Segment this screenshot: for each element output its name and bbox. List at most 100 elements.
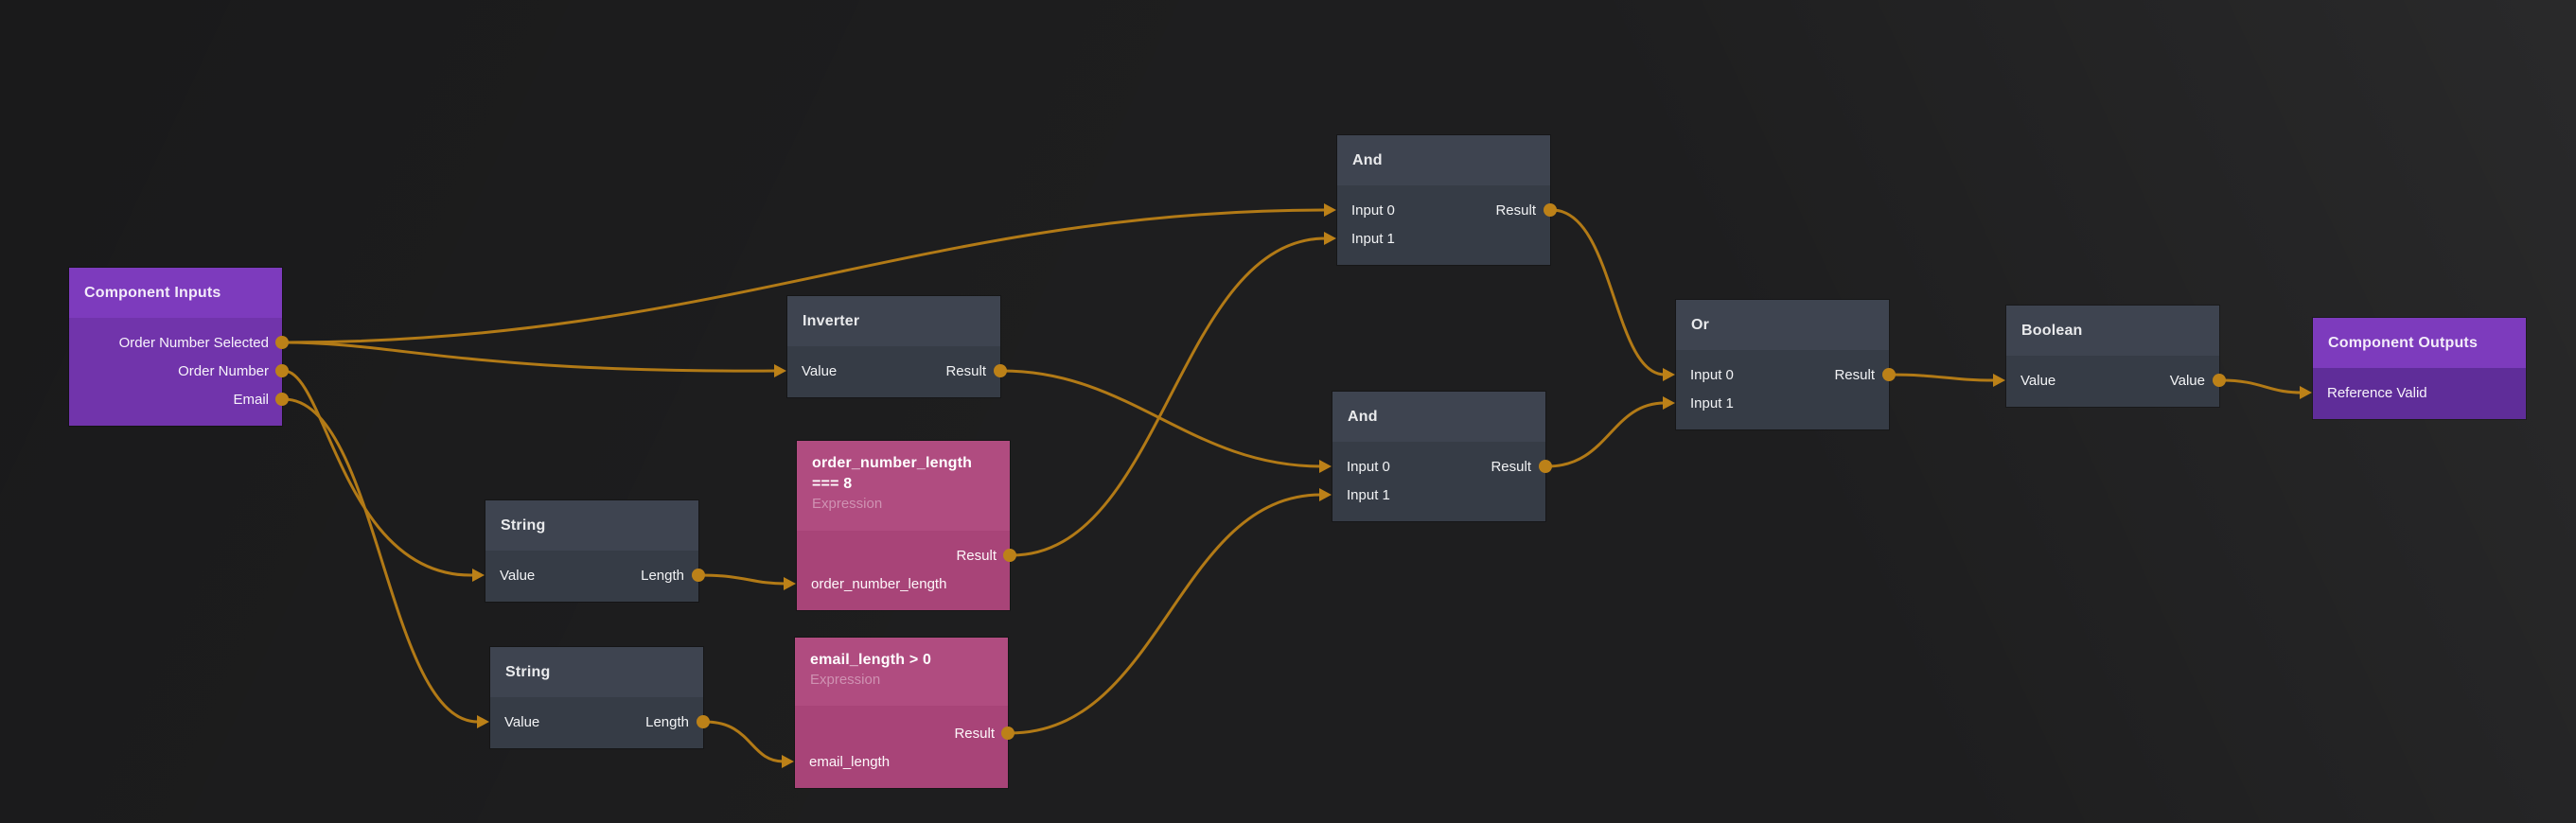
- node-body: Input 0 Result Input 1: [1663, 350, 1896, 429]
- wire-order-number-selected-to-inverter-value[interactable]: [282, 341, 778, 373]
- node-header: String: [485, 500, 698, 551]
- port-in-arrow[interactable]: [477, 715, 489, 728]
- node-title: And: [1348, 408, 1378, 425]
- node-body: Reference Valid: [2300, 368, 2526, 419]
- wire-and-top-result-to-or-input0[interactable]: [1550, 208, 1667, 376]
- port-row-input1: Input 1: [1319, 481, 1545, 509]
- node-string-top[interactable]: String Value Length: [472, 500, 705, 602]
- node-inverter[interactable]: Inverter Value Result: [774, 296, 1007, 397]
- port-out-dot[interactable]: [275, 393, 289, 406]
- wire-order-number-selected-to-and-top-input0[interactable]: [282, 208, 1328, 344]
- node-or[interactable]: Or Input 0 Result Input 1: [1663, 300, 1896, 429]
- node-title: Boolean: [2021, 322, 2083, 339]
- port-label: order_number_length: [811, 575, 947, 592]
- wire-email-expression-result-to-and-bottom-input1[interactable]: [1008, 493, 1323, 735]
- port-in-arrow[interactable]: [1324, 203, 1336, 217]
- node-header: Inverter: [787, 296, 1000, 346]
- port-row-input0-result: Input 0 Result: [1324, 196, 1557, 224]
- port-label: Order Number: [178, 362, 269, 379]
- port-row-value-length: Value Length: [477, 708, 710, 736]
- node-boolean[interactable]: Boolean Value Value: [1993, 306, 2226, 407]
- port-out-dot[interactable]: [697, 715, 710, 728]
- port-row-order-number: Order Number: [69, 357, 289, 385]
- node-component-outputs[interactable]: Component Outputs Reference Valid: [2300, 318, 2526, 419]
- port-row-input0-result: Input 0 Result: [1319, 452, 1552, 481]
- port-row-order-number-length: order_number_length: [784, 569, 1010, 598]
- port-in-arrow[interactable]: [784, 577, 796, 590]
- port-in-arrow[interactable]: [1663, 368, 1675, 381]
- port-out-dot[interactable]: [994, 364, 1007, 377]
- port-in-arrow[interactable]: [774, 364, 786, 377]
- node-body: Value Value: [1993, 356, 2226, 407]
- port-label: Result: [1491, 458, 1531, 475]
- node-body: Result order_number_length: [784, 531, 1016, 610]
- port-label: Value: [2020, 372, 2056, 389]
- port-row-result: Result: [797, 541, 1016, 569]
- wire-order-number-to-string-top-value[interactable]: [282, 369, 476, 577]
- node-subtitle: Expression: [812, 496, 883, 512]
- port-row-input1: Input 1: [1324, 224, 1550, 253]
- port-in-arrow[interactable]: [782, 755, 794, 768]
- port-in-arrow[interactable]: [1993, 374, 2005, 387]
- wire-boolean-value-to-reference-valid[interactable]: [2219, 378, 2303, 394]
- port-out-dot[interactable]: [692, 569, 705, 582]
- port-out-dot[interactable]: [1003, 549, 1016, 562]
- node-body: Input 0 Result Input 1: [1319, 442, 1552, 521]
- node-header: And: [1332, 392, 1545, 442]
- port-label: Email: [233, 391, 269, 408]
- node-title: Inverter: [803, 312, 860, 329]
- port-out-dot[interactable]: [1882, 368, 1896, 381]
- port-label: Reference Valid: [2327, 384, 2427, 401]
- node-title: String: [501, 517, 546, 534]
- wire-or-result-to-boolean-value[interactable]: [1889, 373, 1997, 382]
- node-title: String: [505, 663, 551, 680]
- node-title: Or: [1691, 316, 1710, 333]
- port-out-dot[interactable]: [2213, 374, 2226, 387]
- node-string-bottom[interactable]: String Value Length: [477, 647, 710, 748]
- node-header: Or: [1676, 300, 1889, 350]
- port-in-arrow[interactable]: [2300, 386, 2312, 399]
- port-out-dot[interactable]: [275, 336, 289, 349]
- port-label: Value: [504, 713, 540, 730]
- node-header: String: [490, 647, 703, 697]
- wire-string-top-length-to-order-expression[interactable]: [698, 573, 787, 586]
- port-out-dot[interactable]: [1544, 203, 1557, 217]
- node-header: email_length > 0 Expression: [795, 638, 1008, 706]
- node-body: Result email_length: [782, 706, 1015, 788]
- node-and-top[interactable]: And Input 0 Result Input 1: [1324, 135, 1557, 265]
- wire-inverter-result-to-and-bottom-input0[interactable]: [1000, 369, 1323, 468]
- port-in-arrow[interactable]: [472, 569, 485, 582]
- port-out-dot[interactable]: [275, 364, 289, 377]
- port-label: Result: [954, 725, 995, 742]
- port-label: Result: [1495, 201, 1536, 219]
- node-title: And: [1352, 151, 1383, 168]
- port-in-arrow[interactable]: [1663, 396, 1675, 410]
- wire-email-to-string-bottom-value[interactable]: [282, 397, 481, 724]
- node-expression-order-number-length[interactable]: order_number_length === 8 Expression Res…: [784, 441, 1016, 610]
- wire-order-expression-result-to-and-top-input1[interactable]: [1010, 236, 1328, 557]
- port-row-order-number-selected: Order Number Selected: [69, 328, 289, 357]
- node-title: Component Outputs: [2328, 334, 2479, 351]
- node-and-bottom[interactable]: And Input 0 Result Input 1: [1319, 392, 1552, 521]
- port-out-dot[interactable]: [1001, 727, 1015, 740]
- node-body: Value Length: [477, 697, 710, 748]
- port-row-reference-valid: Reference Valid: [2300, 378, 2526, 407]
- wire-string-bottom-length-to-email-expression[interactable]: [703, 720, 785, 763]
- port-label: Result: [945, 362, 986, 379]
- port-in-arrow[interactable]: [1319, 488, 1332, 501]
- node-body: Value Result: [774, 346, 1007, 397]
- wire-and-bottom-result-to-or-input1[interactable]: [1545, 401, 1667, 468]
- port-label: Length: [645, 713, 689, 730]
- port-in-arrow[interactable]: [1319, 460, 1332, 473]
- node-component-inputs[interactable]: Component Inputs Order Number Selected O…: [69, 268, 289, 426]
- node-header: Boolean: [2006, 306, 2219, 356]
- node-body: Order Number Selected Order Number Email: [69, 318, 289, 426]
- port-in-arrow[interactable]: [1324, 232, 1336, 245]
- port-label: Input 1: [1690, 394, 1734, 412]
- node-expression-email-length[interactable]: email_length > 0 Expression Result email…: [782, 638, 1015, 788]
- port-label: Input 0: [1690, 366, 1734, 383]
- port-row-input0-result: Input 0 Result: [1663, 360, 1896, 389]
- port-out-dot[interactable]: [1539, 460, 1552, 473]
